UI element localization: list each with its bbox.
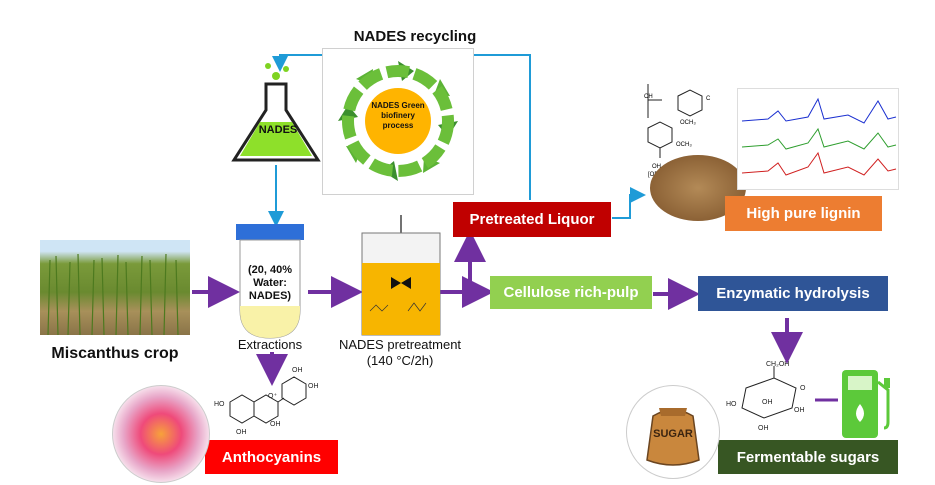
spectra-image — [737, 88, 899, 190]
svg-text:O: O — [800, 385, 806, 392]
reactor-icon — [361, 215, 441, 336]
pretreatment-label-1: NADES pretreatment — [338, 337, 462, 352]
cycle-label: NADES Green biofinery process — [371, 101, 425, 130]
enzymatic-hydrolysis-box: Enzymatic hydrolysis — [698, 276, 888, 311]
pretreatment-reactor — [358, 215, 444, 340]
glucose-structure-icon: CH₂OH O HO OH OH OH — [726, 361, 806, 432]
svg-text:OH: OH — [236, 429, 247, 436]
svg-text:HO: HO — [214, 401, 225, 408]
grass-icon — [47, 253, 179, 335]
green-biorefinery-cycle: NADES Green biofinery process — [322, 48, 474, 195]
diagram-title: NADES recycling — [353, 28, 477, 45]
high-pure-lignin-box: High pure lignin — [725, 196, 882, 231]
svg-text:OCH₃: OCH₃ — [680, 120, 696, 126]
liquor-to-lignin-arrow — [612, 187, 646, 219]
cellulose-pulp-box: Cellulose rich-pulp — [490, 276, 652, 309]
cycle-arrows-icon — [338, 61, 458, 181]
flask-label: NADES — [258, 124, 298, 136]
fuel-pump-image — [838, 362, 898, 442]
svg-text:O⁺: O⁺ — [268, 393, 277, 400]
spectra-chart-icon — [741, 97, 897, 176]
svg-text:OH: OH — [758, 425, 769, 432]
sugar-sack-icon — [646, 408, 700, 466]
extraction-tube: (20, 40% Water: NADES) — [232, 222, 308, 342]
tube-label: (20, 40% Water: NADES) — [247, 264, 293, 302]
fermentable-sugars-box: Fermentable sugars — [718, 440, 898, 474]
svg-text:CH: CH — [644, 94, 653, 100]
svg-text:OCH₃: OCH₃ — [676, 142, 692, 148]
fuel-pump-icon — [842, 370, 890, 438]
anthocyanin-structure: HO OH OH OH OH O⁺ — [210, 362, 330, 442]
svg-text:HO: HO — [726, 401, 737, 408]
tube-icon — [236, 224, 304, 339]
anthocyanin-structure-icon: HO OH OH OH OH O⁺ — [214, 367, 319, 436]
flask-icon — [231, 63, 321, 162]
glucose-structure: CH₂OH O HO OH OH OH — [722, 360, 822, 440]
pretreated-liquor-box: Pretreated Liquor — [453, 202, 611, 237]
svg-text:OH: OH — [652, 164, 661, 170]
sugar-sack-image: SUGAR — [626, 385, 720, 479]
svg-text:OH: OH — [308, 383, 319, 390]
svg-text:OH: OH — [292, 367, 303, 374]
crop-label: Miscanthus crop — [51, 345, 179, 362]
miscanthus-image — [40, 240, 190, 335]
sack-label: SUGAR — [653, 428, 693, 440]
pretreatment-label-2: (140 °C/2h) — [366, 353, 434, 368]
nades-flask: NADES — [228, 60, 328, 170]
extractions-label: Extractions — [237, 337, 303, 352]
anthocyanins-box: Anthocyanins — [205, 440, 338, 474]
svg-text:C: C — [706, 96, 711, 102]
svg-text:OH: OH — [794, 407, 805, 414]
svg-text:OH: OH — [270, 421, 281, 428]
anthocyanin-colour-image — [112, 385, 210, 483]
svg-text:OH: OH — [762, 399, 773, 406]
svg-text:CH₂OH: CH₂OH — [766, 361, 789, 368]
